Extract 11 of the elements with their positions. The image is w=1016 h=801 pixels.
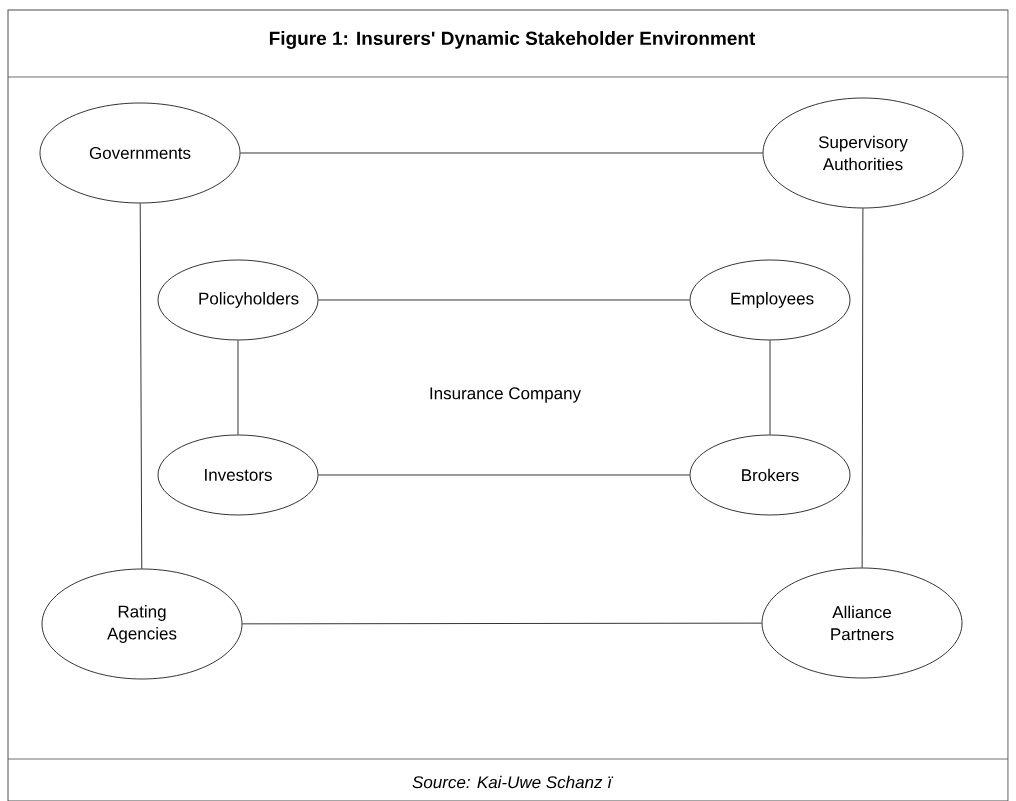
- connector-line: [237, 340, 239, 435]
- connector-line: [769, 340, 771, 435]
- connector-line: [242, 622, 762, 625]
- center-label: Insurance Company: [430, 387, 581, 403]
- connector-line: [139, 203, 143, 569]
- connector-line: [861, 208, 864, 568]
- connector-line: [240, 152, 763, 154]
- caption: Source: Kai-Uwe Schanz ï: [412, 775, 614, 789]
- connector-line: [318, 299, 690, 301]
- connector-line: [318, 474, 690, 476]
- title: Figure 1: Insurers' Dynamic Stakeholder Environment: [269, 31, 756, 49]
